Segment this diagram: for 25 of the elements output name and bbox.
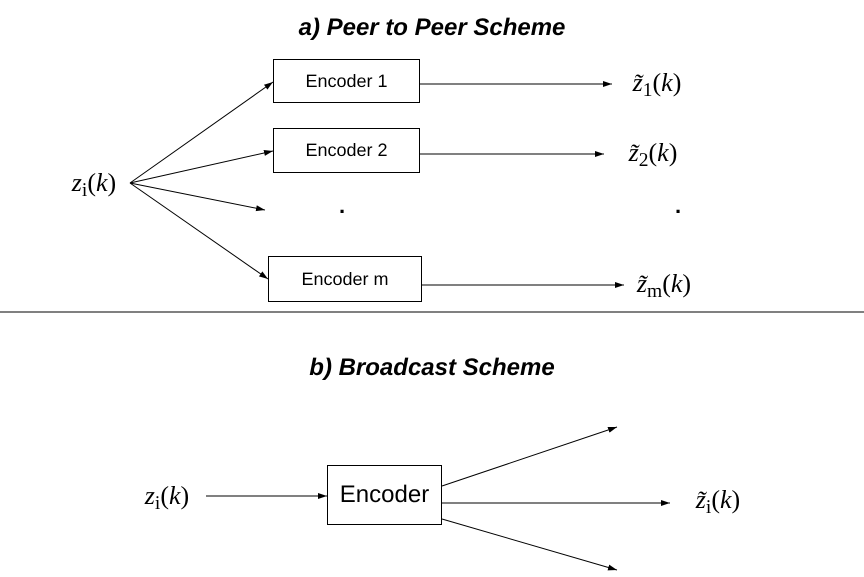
- signal-label: z̃$_{i}$(k): [696, 487, 740, 513]
- arrow: [206, 493, 328, 499]
- signal-label: z̃$_{m}$(k): [636, 271, 692, 297]
- arrow: [422, 282, 624, 288]
- arrow: [130, 150, 274, 184]
- signal-label: z̃$_{2}$(k): [628, 140, 678, 166]
- arrow: [442, 500, 670, 506]
- signal-label: z$_{i}$(k): [144, 483, 190, 509]
- section-title: b) Broadcast Scheme: [308, 353, 556, 383]
- arrow: [130, 182, 266, 212]
- ellipsis-dot: .: [338, 192, 346, 220]
- signal-label: z̃$_{1}$(k): [632, 70, 682, 96]
- encoder-box: Encoder 2: [273, 128, 420, 173]
- section-title: a) Peer to Peer Scheme: [298, 13, 566, 43]
- encoder-box: Encoder: [327, 465, 442, 525]
- ellipsis-dot: .: [674, 192, 682, 220]
- encoder-box: Encoder m: [268, 256, 422, 302]
- arrow: [442, 426, 618, 486]
- arrow: [130, 82, 274, 184]
- arrow: [420, 151, 604, 157]
- arrow: [130, 182, 268, 280]
- encoder-box: Encoder 1: [273, 59, 420, 103]
- arrow: [442, 518, 618, 570]
- signal-label: z$_{i}$(k): [72, 170, 116, 196]
- arrow: [420, 81, 612, 87]
